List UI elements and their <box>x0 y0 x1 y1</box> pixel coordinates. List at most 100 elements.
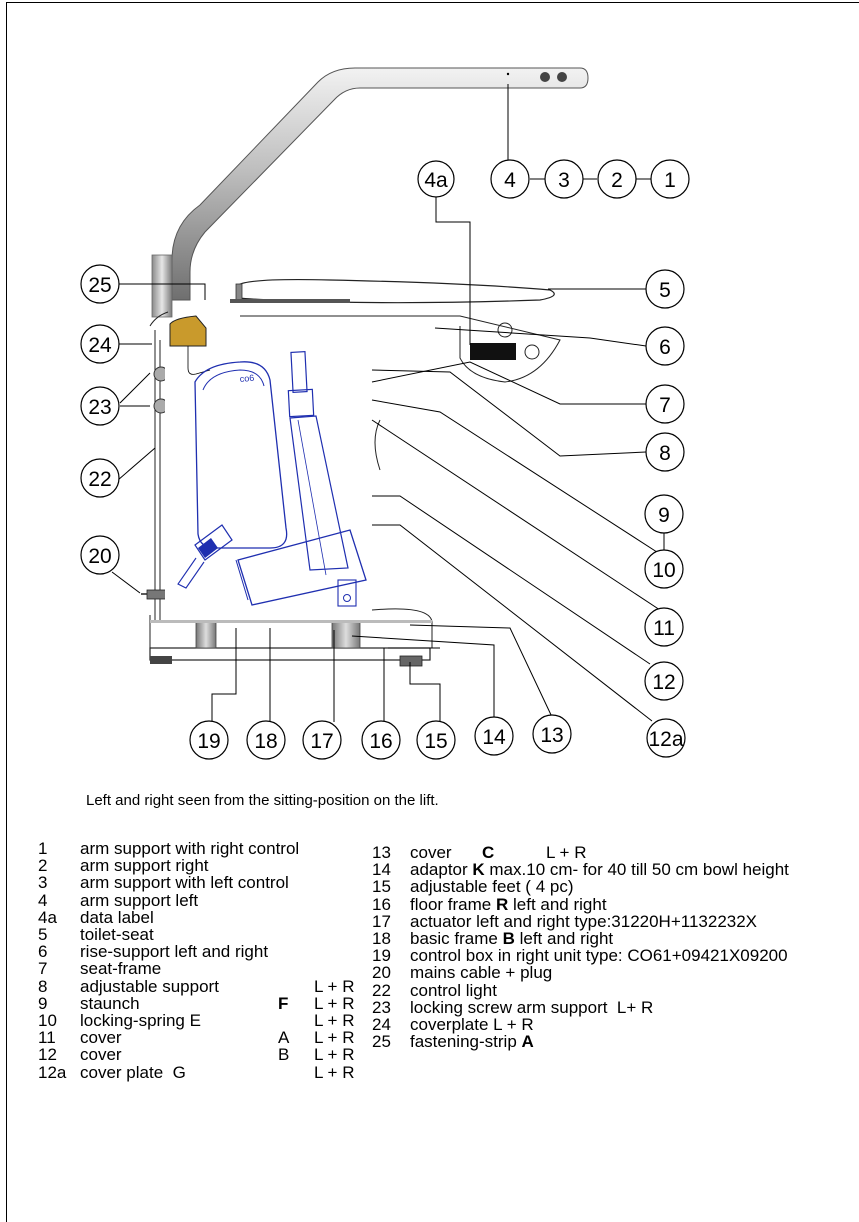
callout-label-22: 22 <box>88 468 111 491</box>
callout-12a <box>646 718 686 758</box>
legend-text: staunch <box>80 993 140 1013</box>
callout-16 <box>361 720 401 760</box>
callout-label-5: 5 <box>659 279 671 302</box>
legend-mark <box>278 1064 314 1081</box>
legend-row: 25 fastening-strip A <box>372 1033 789 1050</box>
callout-label-6: 6 <box>659 336 671 359</box>
callout-label-12a: 12a <box>648 728 683 751</box>
legend-number: 5 <box>38 925 48 945</box>
callout-10 <box>644 549 684 589</box>
legend-text: floor frame <box>410 894 496 914</box>
actuator-inset <box>165 315 372 620</box>
legend-row: 17 actuator left and right type:31220H+11… <box>372 913 789 930</box>
legend-text: adjustable feet ( 4 pc) <box>410 877 574 897</box>
legend-text: fastening-strip <box>410 1032 522 1052</box>
legend-text: locking screw arm support L+ R <box>410 997 654 1017</box>
callout-23 <box>80 386 120 426</box>
callout-label-9: 9 <box>658 504 670 527</box>
legend-text-post: max.10 cm- for 40 till 50 cm bowl height <box>484 860 789 880</box>
legend-text-post: L + R <box>546 843 587 862</box>
callout-label-7: 7 <box>659 394 671 417</box>
callout-9 <box>644 494 684 534</box>
legend-bold: C <box>482 843 495 862</box>
callout-label-2: 2 <box>611 169 623 192</box>
legend-text: adaptor <box>410 860 473 880</box>
legend-lr: L + R <box>314 1011 355 1031</box>
callout-label-4: 4 <box>504 169 516 192</box>
mains-cable-plug <box>141 589 168 600</box>
legend-number: 20 <box>372 963 391 983</box>
callout-label-8: 8 <box>659 442 671 465</box>
callout-4 <box>490 159 530 199</box>
callout-label-12: 12 <box>652 671 675 694</box>
callout-1 <box>650 159 690 199</box>
callout-labels: 4a 4 3 2 1 5 6 7 8 9 10 11 12 12a 13 14 … <box>88 169 684 753</box>
legend-number: 12 <box>38 1045 57 1065</box>
callout-label-10: 10 <box>652 559 675 582</box>
legend-row: 15 adjustable feet ( 4 pc) <box>372 878 789 895</box>
legend-number: 19 <box>372 946 391 966</box>
callout-label-11: 11 <box>653 617 675 640</box>
callout-label-17: 17 <box>310 730 333 753</box>
callout-17 <box>302 720 342 760</box>
legend-text: actuator left and right type:31220H+1132… <box>410 911 758 931</box>
callout-15 <box>416 720 456 760</box>
callout-18 <box>246 720 286 760</box>
legend-text: cover <box>80 1028 122 1048</box>
legend-text: arm support with left control <box>80 873 289 893</box>
legend-number: 17 <box>372 911 391 931</box>
legend-lr: L + R <box>314 993 355 1013</box>
legend-mark <box>278 1012 314 1029</box>
legend-text: mains cable + plug <box>410 963 553 983</box>
page-frame <box>6 2 859 1222</box>
legend-text: seat-frame <box>80 959 162 979</box>
exploded-diagram: co6 <box>80 67 690 760</box>
callout-14 <box>474 716 514 756</box>
callout-7 <box>645 384 685 424</box>
legend-number: 15 <box>372 877 391 897</box>
legend-number: 1 <box>38 839 48 858</box>
legend-text: data label <box>80 907 154 927</box>
callouts <box>80 159 690 760</box>
legend-lr: L + R <box>314 1028 355 1048</box>
legend-number: 14 <box>372 860 391 880</box>
legend-mark: A <box>278 1028 290 1048</box>
callout-label-18: 18 <box>254 730 277 753</box>
callout-25 <box>80 264 120 304</box>
callout-11 <box>644 607 684 647</box>
callout-label-19: 19 <box>197 730 220 753</box>
legend-text: arm support left <box>80 890 199 910</box>
diagram-caption: Left and right seen from the sitting-pos… <box>86 792 439 809</box>
callout-label-20: 20 <box>88 545 111 568</box>
callout-8 <box>645 432 685 472</box>
legend-bold: A <box>521 1032 534 1052</box>
callout-2 <box>597 159 637 199</box>
callout-19 <box>189 720 229 760</box>
legend-lr: L + R <box>314 1045 355 1065</box>
data-label-plate <box>470 343 516 360</box>
callout-20 <box>80 535 120 575</box>
legend-text: control box in right unit type: CO61+094… <box>410 946 788 966</box>
legend-number: 10 <box>38 1011 57 1031</box>
legend-row: 19 control box in right unit type: CO61+0… <box>372 947 789 964</box>
legend-lr: L + R <box>314 976 355 996</box>
legend-number: 25 <box>372 1032 391 1052</box>
callout-5 <box>645 269 685 309</box>
callout-label-3: 3 <box>558 169 570 192</box>
legend-number: 24 <box>372 1015 391 1035</box>
